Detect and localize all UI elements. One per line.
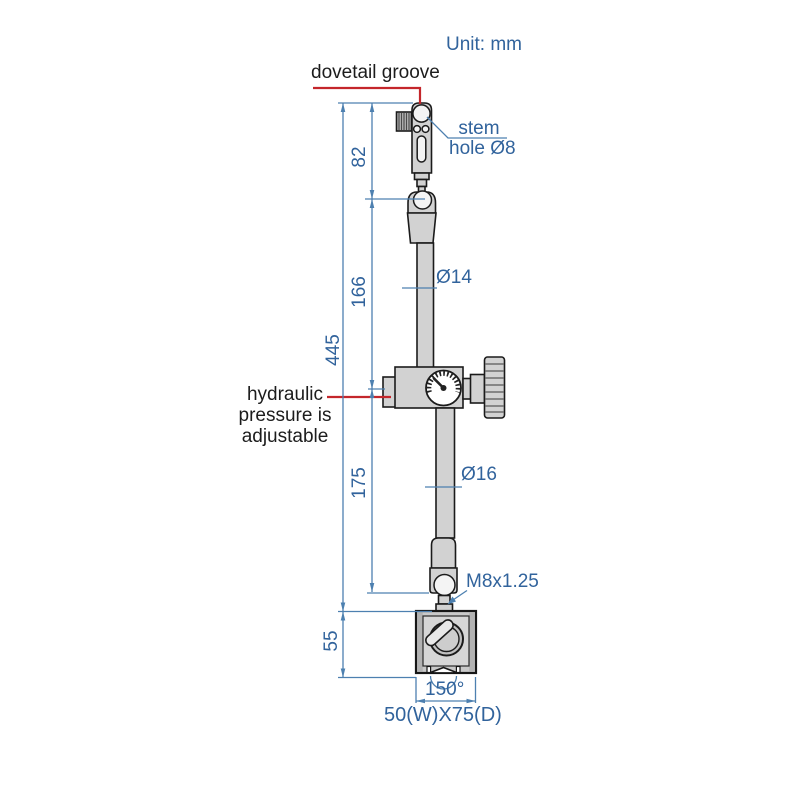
magnetic-base <box>414 609 478 675</box>
dim-175: 175 <box>349 467 371 499</box>
thread-label: M8x1.25 <box>466 571 539 592</box>
dim-166: 166 <box>349 276 371 308</box>
clamp-slot <box>416 135 427 163</box>
stem-hole-label-line2: hole Ø8 <box>449 138 516 159</box>
upper-rod <box>416 242 435 370</box>
dim-445: 445 <box>323 334 345 366</box>
dim-55: 55 <box>321 630 343 652</box>
swivel-ball <box>412 190 433 210</box>
hydraulic-note-label: hydraulic pressure is adjustable <box>238 384 332 447</box>
stem-hole <box>412 104 431 123</box>
dim-82: 82 <box>349 146 371 168</box>
switch-knob <box>425 619 464 657</box>
lower-ball <box>433 573 456 597</box>
dimension-lines <box>338 102 477 704</box>
stem-hole-label-line1: stem <box>458 118 500 139</box>
lower-rod <box>435 407 456 539</box>
pressure-gauge <box>425 369 462 407</box>
dovetail-groove-label: dovetail groove <box>311 62 440 83</box>
adjust-knob <box>483 356 506 419</box>
groove-angle-label: 150° <box>425 679 465 700</box>
lower-swivel-joint <box>429 537 458 613</box>
dim-dia14: Ø14 <box>436 267 472 288</box>
label-leader-lines <box>402 116 507 605</box>
hydraulic-unit <box>382 356 506 419</box>
red-leader-lines <box>313 86 422 399</box>
base-size-label: 50(W)X75(D) <box>384 704 502 726</box>
v-groove <box>429 666 458 674</box>
dim-dia16: Ø16 <box>461 464 497 485</box>
top-clamp <box>395 102 433 194</box>
pressure-port <box>382 376 397 408</box>
thread-stud <box>437 594 451 605</box>
unit-label: Unit: mm <box>446 34 522 55</box>
switch-lever <box>425 619 454 647</box>
